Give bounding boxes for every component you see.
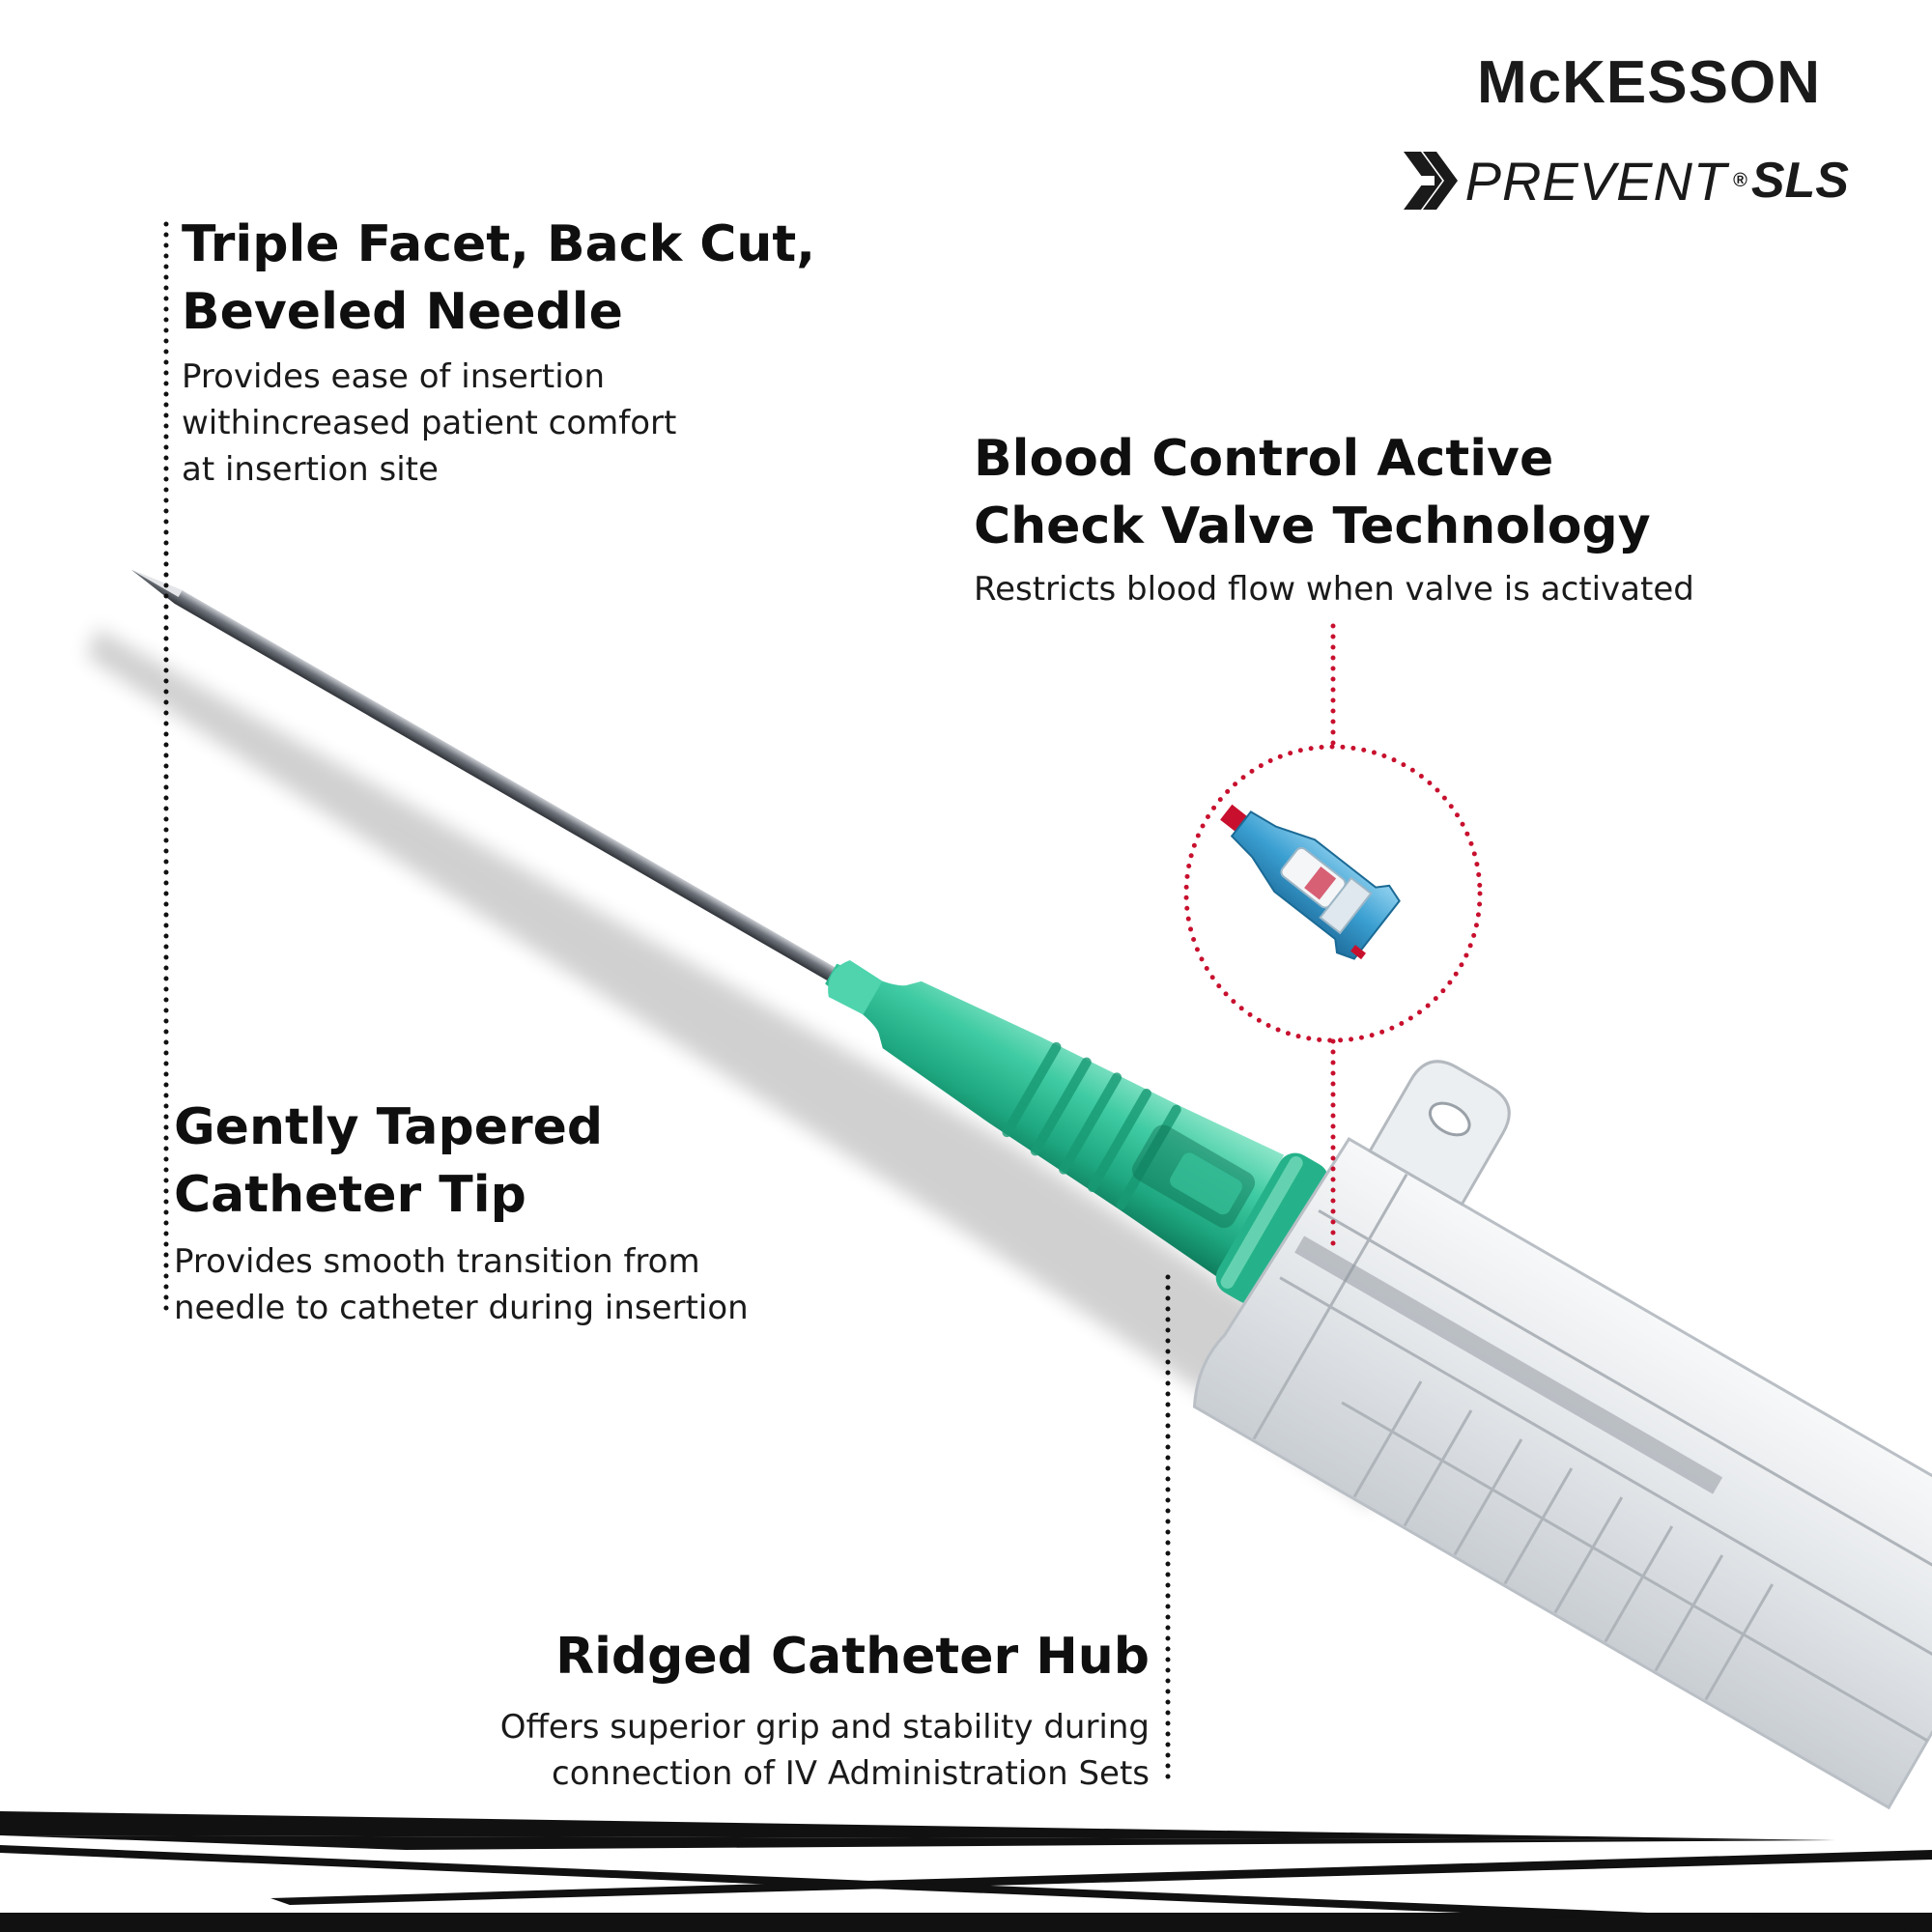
- check-valve-icon: [1220, 804, 1401, 960]
- feature-description: Provides ease of insertion withincreased…: [182, 354, 815, 493]
- sls-text: SLS: [1750, 153, 1849, 209]
- feature-title: Triple Facet, Back Cut, Beveled Needle: [182, 211, 815, 346]
- feature-desc-line: withincreased patient comfort: [182, 404, 677, 442]
- feature-check-valve: Blood Control Active Check Valve Technol…: [974, 425, 1694, 612]
- catheter-device: [131, 570, 1932, 1810]
- device-shadow: [87, 628, 1449, 1507]
- feature-title-line: Ridged Catheter Hub: [555, 1628, 1150, 1686]
- feature-title-line: Beveled Needle: [182, 283, 623, 341]
- double-chevron-icon: [1403, 152, 1458, 210]
- feature-title: Blood Control Active Check Valve Technol…: [974, 425, 1694, 560]
- clear-housing: [1192, 1060, 1932, 1810]
- feature-desc-line: Offers superior grip and stability durin…: [499, 1708, 1150, 1747]
- feature-description: Offers superior grip and stability durin…: [500, 1704, 1150, 1797]
- feature-title-line: Blood Control Active: [974, 430, 1554, 488]
- feature-desc-line: Provides ease of insertion: [182, 357, 606, 396]
- bottom-accent-lines: [0, 1811, 1932, 1932]
- feature-title-line: Triple Facet, Back Cut,: [182, 215, 816, 273]
- feature-description: Provides smooth transition from needle t…: [174, 1238, 749, 1331]
- feature-desc-line: Provides smooth transition from: [174, 1242, 700, 1281]
- needle: [131, 570, 843, 985]
- feature-ridged-hub: Ridged Catheter Hub Offers superior grip…: [500, 1623, 1150, 1797]
- feature-desc-line: connection of IV Administration Sets: [552, 1754, 1150, 1793]
- feature-title-line: Gently Tapered: [174, 1098, 604, 1156]
- feature-desc-line: at insertion site: [182, 450, 439, 489]
- feature-title-line: Catheter Tip: [174, 1166, 526, 1224]
- feature-desc-line: needle to catheter during insertion: [174, 1289, 749, 1327]
- feature-tapered-tip: Gently Tapered Catheter Tip Provides smo…: [174, 1094, 749, 1331]
- hub-ridges: [1002, 1041, 1181, 1210]
- feature-title: Gently Tapered Catheter Tip: [174, 1094, 749, 1229]
- feature-desc-line: Restricts blood flow when valve is activ…: [974, 570, 1694, 609]
- mckesson-logo: McKESSON: [1477, 49, 1821, 116]
- feature-beveled-needle: Triple Facet, Back Cut, Beveled Needle P…: [182, 211, 815, 493]
- valve-callout-circle: [1183, 744, 1483, 1043]
- catheter-hub-green: [825, 959, 1329, 1304]
- feature-title: Ridged Catheter Hub: [500, 1623, 1150, 1690]
- registered-mark: ®: [1733, 169, 1747, 191]
- leader-lines: [163, 221, 1483, 1788]
- prevent-sls-logo: PREVENT ® SLS: [1403, 147, 1849, 214]
- feature-description: Restricts blood flow when valve is activ…: [974, 566, 1694, 612]
- feature-title-line: Check Valve Technology: [974, 497, 1651, 555]
- housing-ridges: [1252, 1174, 1932, 1743]
- prevent-text: PREVENT: [1464, 150, 1728, 212]
